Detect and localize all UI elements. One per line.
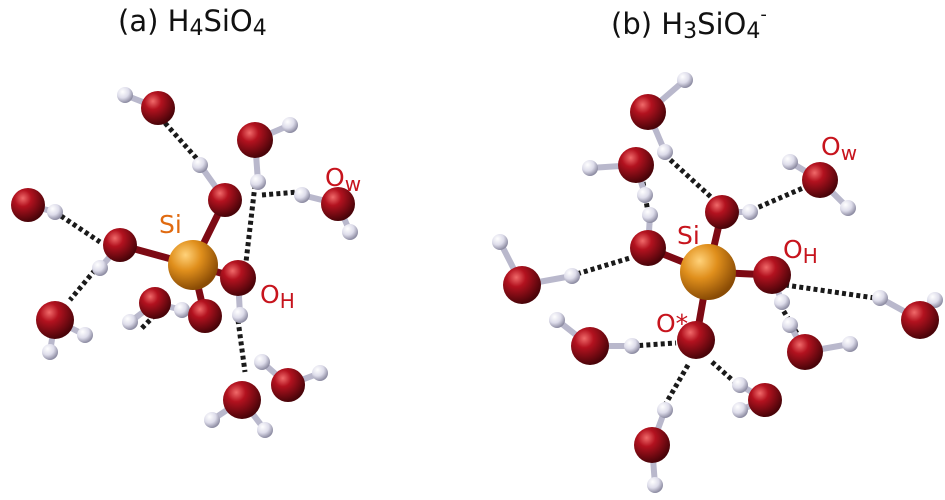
label-a-oh: OH	[260, 280, 295, 313]
panel-a-title: (a) H4SiO4	[118, 4, 267, 41]
title-b-sub1: 3	[683, 19, 698, 44]
title-a-mid: SiO	[203, 4, 253, 38]
panel-b-structure	[492, 72, 943, 493]
label-b-oh-sub: H	[803, 244, 818, 268]
title-b-mid: SiO	[697, 7, 747, 41]
label-a-oh-base: O	[260, 280, 280, 309]
label-a-ow: Ow	[325, 163, 361, 196]
label-b-ow: Ow	[821, 132, 857, 165]
panel-a-structure	[11, 87, 358, 438]
label-a-si: Si	[159, 210, 182, 239]
label-b-oh-base: O	[783, 235, 803, 264]
panel-b-hydroxyl-oxygen	[753, 256, 791, 294]
label-b-ostar: O*	[656, 309, 688, 338]
label-b-ow-base: O	[821, 132, 841, 161]
label-b-oh: OH	[783, 235, 818, 268]
panel-a-hydroxyl-oxygen	[220, 260, 256, 296]
panel-b-title: (b) H3SiO4-	[611, 4, 767, 44]
panel-b-silicon-atom	[680, 244, 736, 300]
atom-labels: Si OH Ow Si OH Ow O*	[159, 132, 857, 338]
panel-a-silicon-atom	[168, 240, 218, 290]
title-a-sub2: 4	[252, 16, 267, 41]
panel-a-hydrogen-atoms	[42, 87, 358, 438]
panel-a-hydrogen-bonds	[53, 121, 299, 373]
label-a-ow-base: O	[325, 163, 345, 192]
title-b-charge: -	[760, 4, 767, 25]
label-b-si: Si	[677, 221, 700, 250]
label-b-ow-sub: w	[841, 141, 857, 165]
panel-b-oxygen-atoms	[503, 94, 939, 463]
title-b-sub2: 4	[746, 19, 761, 44]
title-b-prefix: (b) H	[611, 7, 684, 41]
panel-a-oxygen-atoms	[11, 91, 355, 419]
title-a-prefix: (a) H	[118, 4, 190, 38]
title-a-sub1: 4	[189, 16, 204, 41]
label-a-ow-sub: w	[345, 172, 361, 196]
panel-b-deprotonated-oxygen	[677, 321, 715, 359]
panel-b-hydrogen-atoms	[492, 72, 943, 493]
label-a-oh-sub: H	[280, 289, 295, 313]
